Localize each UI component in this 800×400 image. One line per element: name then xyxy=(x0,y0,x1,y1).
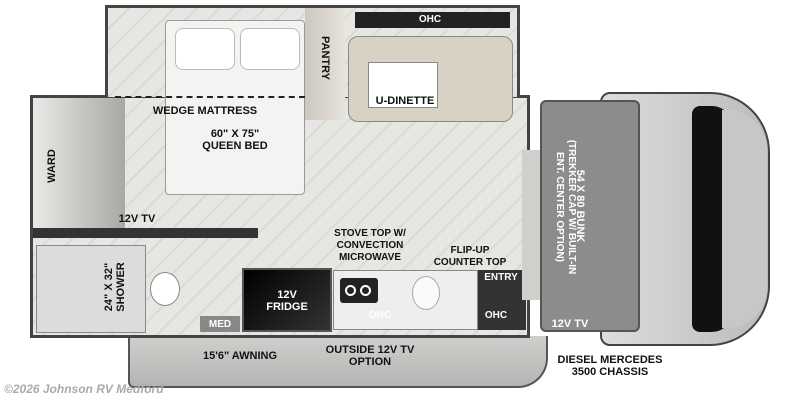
fridge xyxy=(242,268,332,332)
ohc-top xyxy=(355,12,510,28)
queen-bed-label: 60" X 75" QUEEN BED xyxy=(202,128,268,152)
pantry-label: PANTRY xyxy=(319,36,331,80)
watermark: ©2026 Johnson RV Medford xyxy=(4,382,164,396)
mattress-divider xyxy=(115,96,305,98)
pillow xyxy=(240,28,300,70)
tv-bedroom-label: 12V TV xyxy=(118,213,156,225)
toilet xyxy=(150,272,180,306)
fridge-label: 12V FRIDGE xyxy=(266,289,308,313)
wedge-mattress-label: WEDGE MATTRESS xyxy=(152,105,258,117)
sink xyxy=(412,276,440,310)
burner-icon xyxy=(345,285,356,296)
bunk-option-label: (TREKKER CAP W/ BUILT-IN ENT. CENTER OPT… xyxy=(554,139,577,275)
dinette-table xyxy=(368,62,438,108)
cab-seats xyxy=(522,150,542,300)
shower xyxy=(36,245,146,333)
wardrobe-label: WARD xyxy=(46,149,58,183)
bunk xyxy=(540,100,640,332)
u-dinette-label: U-DINETTE xyxy=(375,95,435,107)
shower-label: 24" X 32" SHOWER xyxy=(103,262,127,312)
awning-label: 15'6" AWNING xyxy=(202,350,278,362)
outside-tv-label: OUTSIDE 12V TV OPTION xyxy=(325,344,415,368)
chassis-label: DIESEL MERCEDES 3500 CHASSIS xyxy=(557,354,663,378)
bedroom-wall xyxy=(33,228,258,238)
entry-label: ENTRY xyxy=(484,272,518,283)
stove-label: STOVE TOP W/ CONVECTION MICROWAVE xyxy=(334,228,406,263)
pillow xyxy=(175,28,235,70)
flip-up-label: FLIP-UP COUNTER TOP xyxy=(433,245,507,268)
hood xyxy=(722,110,767,328)
med-label: MED xyxy=(208,319,232,330)
med-cabinet xyxy=(200,316,240,332)
ohc-top-label: OHC xyxy=(418,14,442,25)
tv-cab-label: 12V TV xyxy=(551,318,589,330)
burner-icon xyxy=(360,285,371,296)
pantry xyxy=(305,8,345,120)
ohc-kitchen-label: OHC xyxy=(368,310,392,321)
entry-door[interactable] xyxy=(478,270,526,330)
awning xyxy=(128,336,548,388)
ohc-entry-label: OHC xyxy=(484,310,508,321)
wardrobe xyxy=(33,98,125,230)
